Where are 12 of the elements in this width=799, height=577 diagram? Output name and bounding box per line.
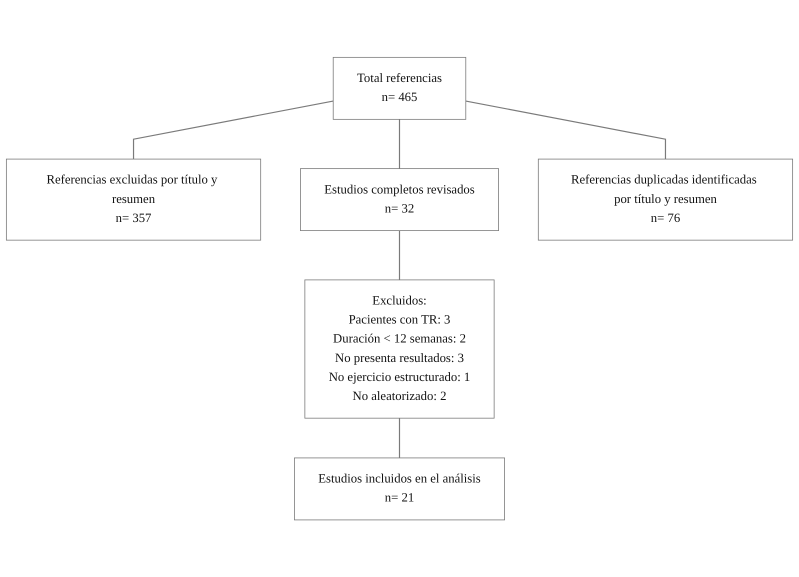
node-box [332,56,466,120]
node-box [538,158,794,240]
flowchart-drawing: Total referencias n= 465 Referencias excluidas por título y resumen n= 357 Estudios completos revisados n= 32 Referencias duplicadas identificadas por título y resumen n= 76 Excluidos: Pacientes con TR: 3 Duración < 12 semanas: 2 No presenta resultados: 3 No ejercicio estructurado: 1 No aleatorizado: 2 Estudios incluidos en el análisis n= 21 [0,50,799,526]
node-box [304,279,495,418]
connector [398,119,400,168]
connector [398,418,400,458]
connector [466,100,666,159]
node-box [294,457,505,520]
connector [132,100,334,159]
node-box [300,168,499,231]
connector [398,230,400,280]
node-box [6,158,262,240]
